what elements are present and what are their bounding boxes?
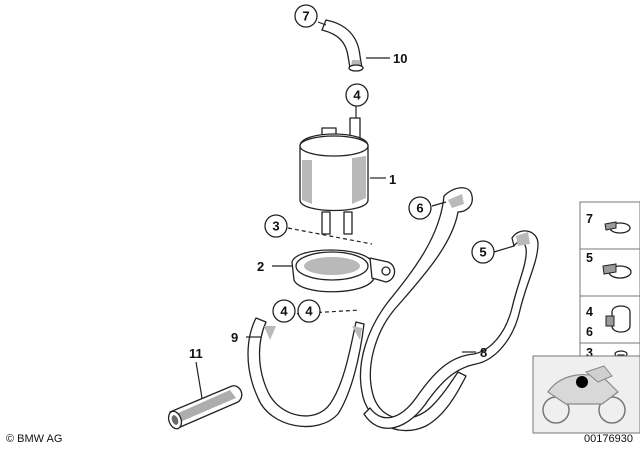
protective-sleeve-part-11 <box>167 385 243 430</box>
leader-6 <box>431 201 447 207</box>
hose-part-6 <box>359 187 473 432</box>
callout-4-left: 4 <box>272 299 296 323</box>
leader-7 <box>317 21 327 26</box>
leader-11 <box>195 361 203 399</box>
side-index-6: 6 <box>586 325 593 339</box>
svg-text:4: 4 <box>305 304 313 319</box>
svg-text:7: 7 <box>302 9 309 24</box>
svg-text:4: 4 <box>280 304 288 319</box>
fuel-filter-part-1 <box>299 106 369 235</box>
side-parts-index: 7 5 4 6 3 <box>532 201 640 434</box>
diagram-number: 00176930 <box>584 433 633 445</box>
label-11: 11 <box>189 346 203 361</box>
side-index-5: 5 <box>586 251 593 265</box>
callout-4-right: 4 <box>297 299 321 323</box>
motorcycle-thumbnail-icon <box>542 365 626 424</box>
hose-clamp-small-icon <box>604 221 631 234</box>
callout-7: 7 <box>294 4 318 28</box>
leader-3 <box>287 227 373 245</box>
hose-clamp-large-icon <box>602 263 632 279</box>
callout-6: 6 <box>408 196 432 220</box>
label-10: 10 <box>393 51 407 66</box>
spring-clamp-icon <box>605 305 631 333</box>
leader-5 <box>493 245 515 253</box>
callout-3: 3 <box>264 214 288 238</box>
hose-part-8 <box>363 230 539 429</box>
label-1: 1 <box>389 172 396 187</box>
copyright: © BMW AG <box>6 433 62 445</box>
callout-4-top: 4 <box>345 83 369 107</box>
callout-5: 5 <box>471 240 495 264</box>
svg-text:3: 3 <box>272 219 279 234</box>
label-2: 2 <box>257 259 264 274</box>
svg-text:5: 5 <box>479 245 486 260</box>
hose-part-10 <box>321 19 364 72</box>
side-index-3: 3 <box>586 346 593 360</box>
label-9: 9 <box>231 330 238 345</box>
hose-part-9 <box>247 317 365 428</box>
side-index-7: 7 <box>586 212 593 226</box>
svg-text:4: 4 <box>353 88 361 103</box>
bracket-part-2 <box>291 249 396 293</box>
label-8: 8 <box>480 345 487 360</box>
side-index-4: 4 <box>586 305 593 319</box>
svg-text:6: 6 <box>416 201 423 216</box>
